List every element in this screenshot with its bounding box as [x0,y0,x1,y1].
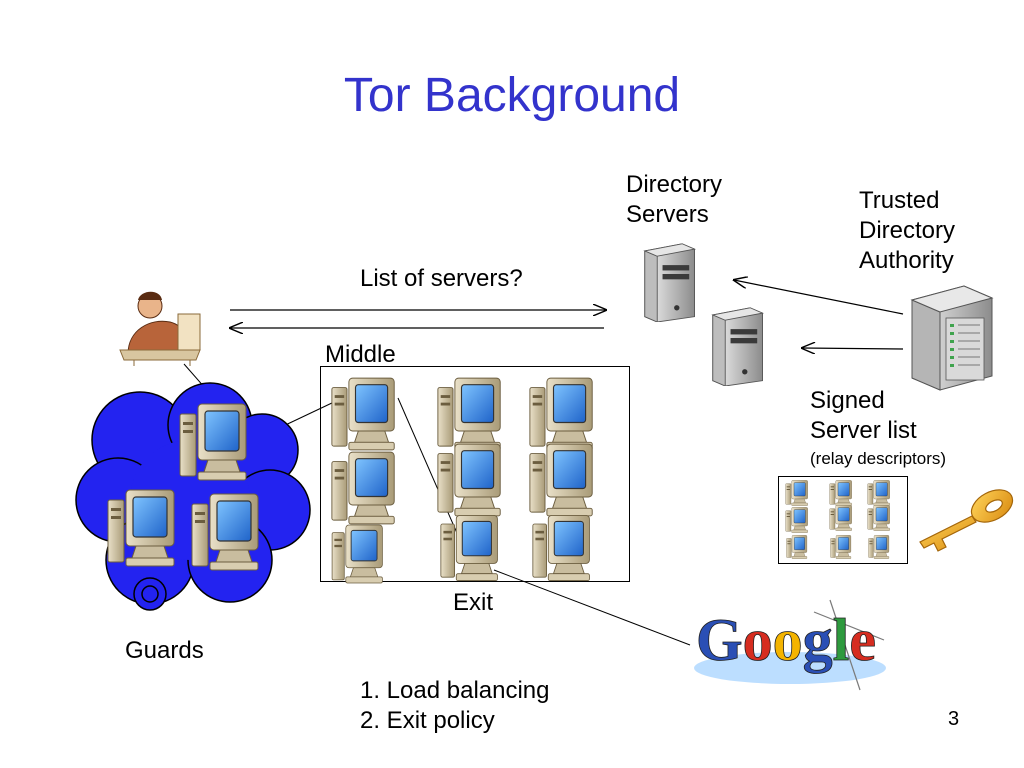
descriptor-icon-6 [867,505,890,531]
directory-servers-label: Directory Servers [626,170,722,230]
descriptor-icon-7 [786,534,808,560]
descriptor-icon-1 [785,480,808,506]
descriptor-icon-9 [868,534,890,560]
trusted-authority-label-line2: Directory [859,217,956,244]
destination-logo: Google [694,599,886,691]
guard-computer-3 [191,493,259,571]
logo-letter: o [743,607,773,673]
page-number: 3 [948,708,960,730]
relay-descriptors-note: (relay descriptors) [810,449,947,468]
trusted-authority-server-icon [910,285,994,391]
note-exit-policy: 2. Exit policy [360,707,495,734]
logo-letter: G [696,607,743,673]
user-icon [119,291,201,366]
middle-relay-1 [331,377,395,451]
logo-letter: e [849,607,876,673]
directory-servers-label-line1: Directory [626,171,723,198]
middle-to-exit-line [397,397,461,541]
guards-label: Guards [125,637,204,664]
middle-relay-3 [529,377,593,451]
logo-letter: g [803,607,833,673]
middle-relay-8 [532,514,590,582]
middle-relay-4 [331,451,395,525]
guard-computer-2 [107,489,175,567]
middle-relay-2 [437,377,501,451]
middle-label: Middle [325,341,396,368]
trusted-authority-label-line3: Authority [859,247,954,274]
svg-text:Google: Google [696,607,876,673]
directory-server-icon-2 [712,307,764,386]
descriptor-icon-8 [830,534,852,560]
exit-label: Exit [453,589,494,616]
authority-to-directory-arrow-1 [734,280,904,315]
descriptor-icon-4 [785,507,808,533]
logo-letter: l [833,607,850,673]
list-query-label: List of servers? [360,265,523,292]
guard-computer-1 [179,403,247,481]
middle-relay-6 [529,443,593,517]
trusted-authority-label-line1: Trusted [859,187,940,214]
note-load-balancing: 1. Load balancing [360,677,550,704]
descriptor-icon-3 [867,480,890,506]
logo-letter: o [773,607,803,673]
directory-server-icon-1 [644,243,696,322]
signed-list-label: Signed Server list [810,386,917,446]
exit-to-destination-line [493,569,691,646]
key-icon [919,489,1014,552]
slide-title: Tor Background [343,69,681,122]
descriptor-icon-2 [829,480,852,506]
trusted-authority-label: Trusted Directory Authority [859,186,955,276]
descriptor-icon-5 [829,505,852,531]
signed-list-label-line2: Server list [810,417,917,444]
middle-relay-5 [437,443,501,517]
middle-relay-7 [331,524,383,584]
directory-servers-label-line2: Servers [626,201,709,228]
exit-relay [440,514,498,582]
authority-to-directory-arrow-2 [802,348,904,349]
signed-list-label-line1: Signed [810,387,885,414]
notes-list: 1. Load balancing 2. Exit policy [360,676,550,736]
